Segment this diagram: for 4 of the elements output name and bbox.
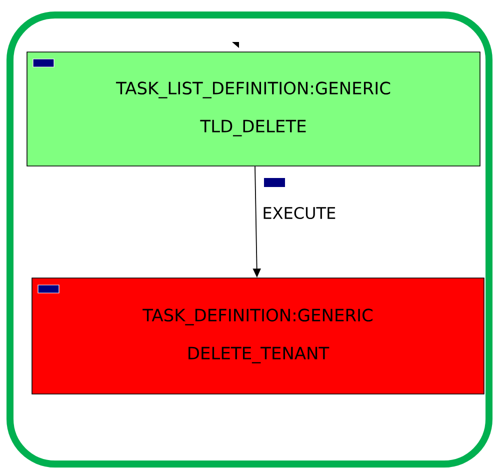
edge-label: EXECUTE [264, 206, 336, 220]
process-box: TASK_DEFINITION:GENERIC DELETE_TENANT [32, 278, 484, 394]
process-box: TASK_LIST_DEFINITION:GENERIC TLD_DELETE [26, 52, 480, 166]
container-frame [6, 12, 492, 468]
